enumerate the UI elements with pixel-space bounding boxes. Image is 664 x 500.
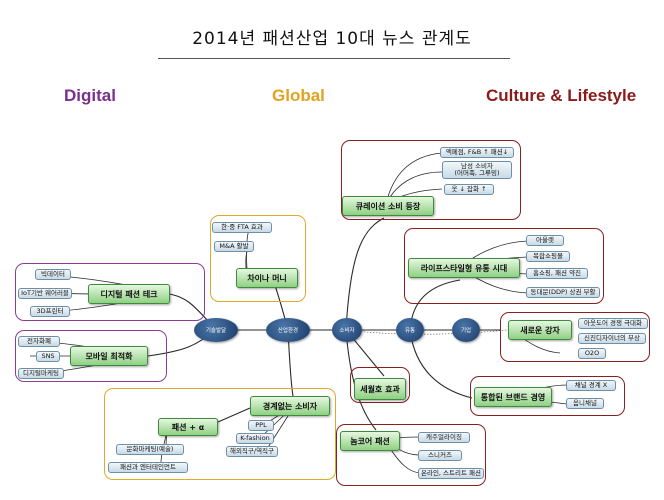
sub-casualizing: 캐주얼라이징 <box>418 432 470 443</box>
sub-o2o: O2O <box>578 348 606 359</box>
group-digital-fashion-tech <box>15 263 205 321</box>
group-mobile <box>15 330 167 382</box>
sub-iot-wearable: IoT기반 웨어러블 <box>18 288 72 299</box>
group-lifestyle-retail <box>404 228 604 304</box>
hub-consumer: 소비자 <box>332 318 362 342</box>
sub-ddp: 동대문(DDP) 상권 부활 <box>526 287 600 298</box>
sub-e-money: 전자화폐 <box>18 336 60 347</box>
node-digital-fashion-tech: 디지털 패션 테크 <box>88 284 170 304</box>
sub-digital-marketing: 디지털마케팅 <box>18 368 64 379</box>
sub-homeshopping: 홈쇼핑, 패션 약진 <box>526 268 588 279</box>
sub-3d-printer: 3D프린터 <box>30 306 70 317</box>
sub-outlet: 아울렛 <box>526 235 564 246</box>
link-borderless-alpha <box>217 407 251 423</box>
sub-outdoor: 아웃도어 경쟁 극대화 <box>578 318 648 329</box>
category-global: Global <box>272 86 325 105</box>
sub-male-consumer-line1: 남성 소비자 <box>461 161 493 170</box>
sub-k-fashion: K-fashion <box>236 433 274 444</box>
group-sewol <box>350 367 410 403</box>
hub-distribution: 유통 <box>396 318 424 342</box>
sub-clothes-accessories: 옷 ↓ 잡화 ↑ <box>444 184 494 195</box>
hub-industry: 산업환경 <box>266 318 310 342</box>
node-china: 차이나 머니 <box>236 268 298 288</box>
sub-male-consumer-line2: (어머족, 그루밍) <box>454 169 500 177</box>
node-sewol: 세월호 효과 <box>354 378 406 400</box>
sub-male-consumer: 남성 소비자 (어머족, 그루밍) <box>442 161 512 179</box>
sub-new-designers: 신진디자이너의 부상 <box>578 333 646 344</box>
sub-street-fashion: 온라인, 스트리트 패션 <box>418 468 484 479</box>
sub-fta: 한·중 FTA 효과 <box>212 222 272 233</box>
node-new-players: 새로운 강자 <box>508 320 572 340</box>
node-lifestyle-retail: 라이프스타일형 유통 시대 <box>408 258 520 278</box>
hub-tech: 기술발달 <box>194 318 238 342</box>
sub-ppl: PPL <box>248 420 274 431</box>
group-china <box>210 215 306 302</box>
sub-sns: SNS <box>36 351 60 362</box>
group-curation <box>341 140 521 220</box>
node-fashion-alpha: 패션 + α <box>158 418 218 436</box>
group-fashion-alpha <box>104 388 336 480</box>
node-mobile: 모바일 최적화 <box>70 346 148 366</box>
diagram-title: 2014년 패션산업 10대 뉴스 관계도 <box>192 29 472 49</box>
sub-overseas-purchase: 해외직구/역직구 <box>226 446 278 457</box>
sub-complex-mall: 복합쇼핑몰 <box>526 251 570 262</box>
node-integrated-brand: 통합된 브랜드 경영 <box>474 387 552 407</box>
category-digital: Digital <box>64 86 116 105</box>
node-curation: 큐레이션 소비 등장 <box>342 196 434 216</box>
group-integrated-brand <box>470 376 625 416</box>
category-culture-lifestyle: Culture & Lifestyle <box>486 86 637 105</box>
sub-bigdata: 빅데이터 <box>35 269 71 280</box>
group-normcore <box>336 424 486 486</box>
sub-culture-marketing: 문화마케팅(예술) <box>116 444 184 455</box>
sub-sneakers: 스니커즈 <box>418 450 462 461</box>
sub-entertainment: 패션과 엔터테인먼트 <box>108 462 188 473</box>
sub-channel-boundary: 채널 경계 X <box>566 380 616 391</box>
group-new-players <box>500 312 650 362</box>
hub-company: 기업 <box>452 318 480 342</box>
sub-omnichannel: 옴니채널 <box>566 398 604 409</box>
sub-department-fnb: 액페점, F&B ↑ 패션↓ <box>440 147 514 158</box>
title-underline <box>158 58 510 59</box>
link-consumer-curation <box>345 217 385 331</box>
sub-ma: M&A 활발 <box>214 241 254 252</box>
node-borderless: 경계없는 소비자 <box>250 396 330 416</box>
link-distribution-brand <box>409 329 473 399</box>
node-normcore: 놈코어 패션 <box>340 431 400 451</box>
